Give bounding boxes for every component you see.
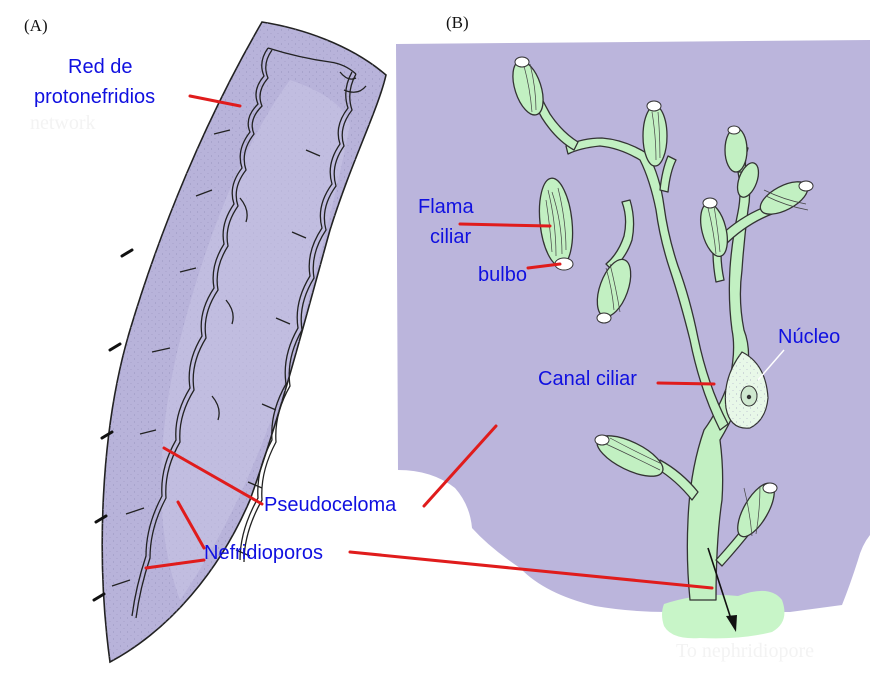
panel-label-b: (B) [446, 13, 469, 32]
leader-canal-ciliar [656, 381, 716, 386]
label-ciliar: ciliar [430, 226, 472, 248]
flow-arrow [707, 547, 737, 632]
leader-pseudoceloma-b [422, 424, 498, 508]
faded-label-to-nephridiopore: To nephridiopore [676, 640, 815, 662]
label-flama: Flama [418, 196, 474, 218]
label-canal-ciliar: Canal ciliar [538, 368, 637, 390]
label-bulbo: bulbo [478, 264, 527, 286]
faded-label-network: network [30, 112, 96, 134]
nephridiopore-marks [92, 248, 134, 602]
label-nefridioporos: Nefridioporos [204, 542, 323, 564]
leader-pseudoceloma-a [162, 446, 264, 506]
protonephridia-network [111, 47, 367, 619]
label-pseudoceloma: Pseudoceloma [264, 494, 397, 516]
label-protonefridios: protonefridios [34, 86, 156, 108]
flatworm-body [101, 21, 387, 664]
leader-red-protonefridios [188, 94, 242, 108]
nucleus-pointer [757, 349, 785, 381]
flame-bulb-caps [514, 56, 814, 494]
panel-label-a: (A) [24, 16, 48, 35]
leader-nefridioporos-c [348, 550, 714, 590]
leader-nefridioporos-b [144, 558, 206, 570]
leader-nefridioporos-a [176, 500, 206, 550]
leader-bulbo [526, 262, 562, 270]
flame-cilia [523, 63, 809, 537]
label-nucleo: Núcleo [778, 326, 841, 348]
nephridiopore-opening [662, 590, 785, 639]
leader-lines [144, 94, 716, 590]
label-red-de: Red de [68, 56, 133, 78]
nucleus-cell [724, 351, 769, 429]
leader-flama-ciliar [458, 222, 552, 228]
